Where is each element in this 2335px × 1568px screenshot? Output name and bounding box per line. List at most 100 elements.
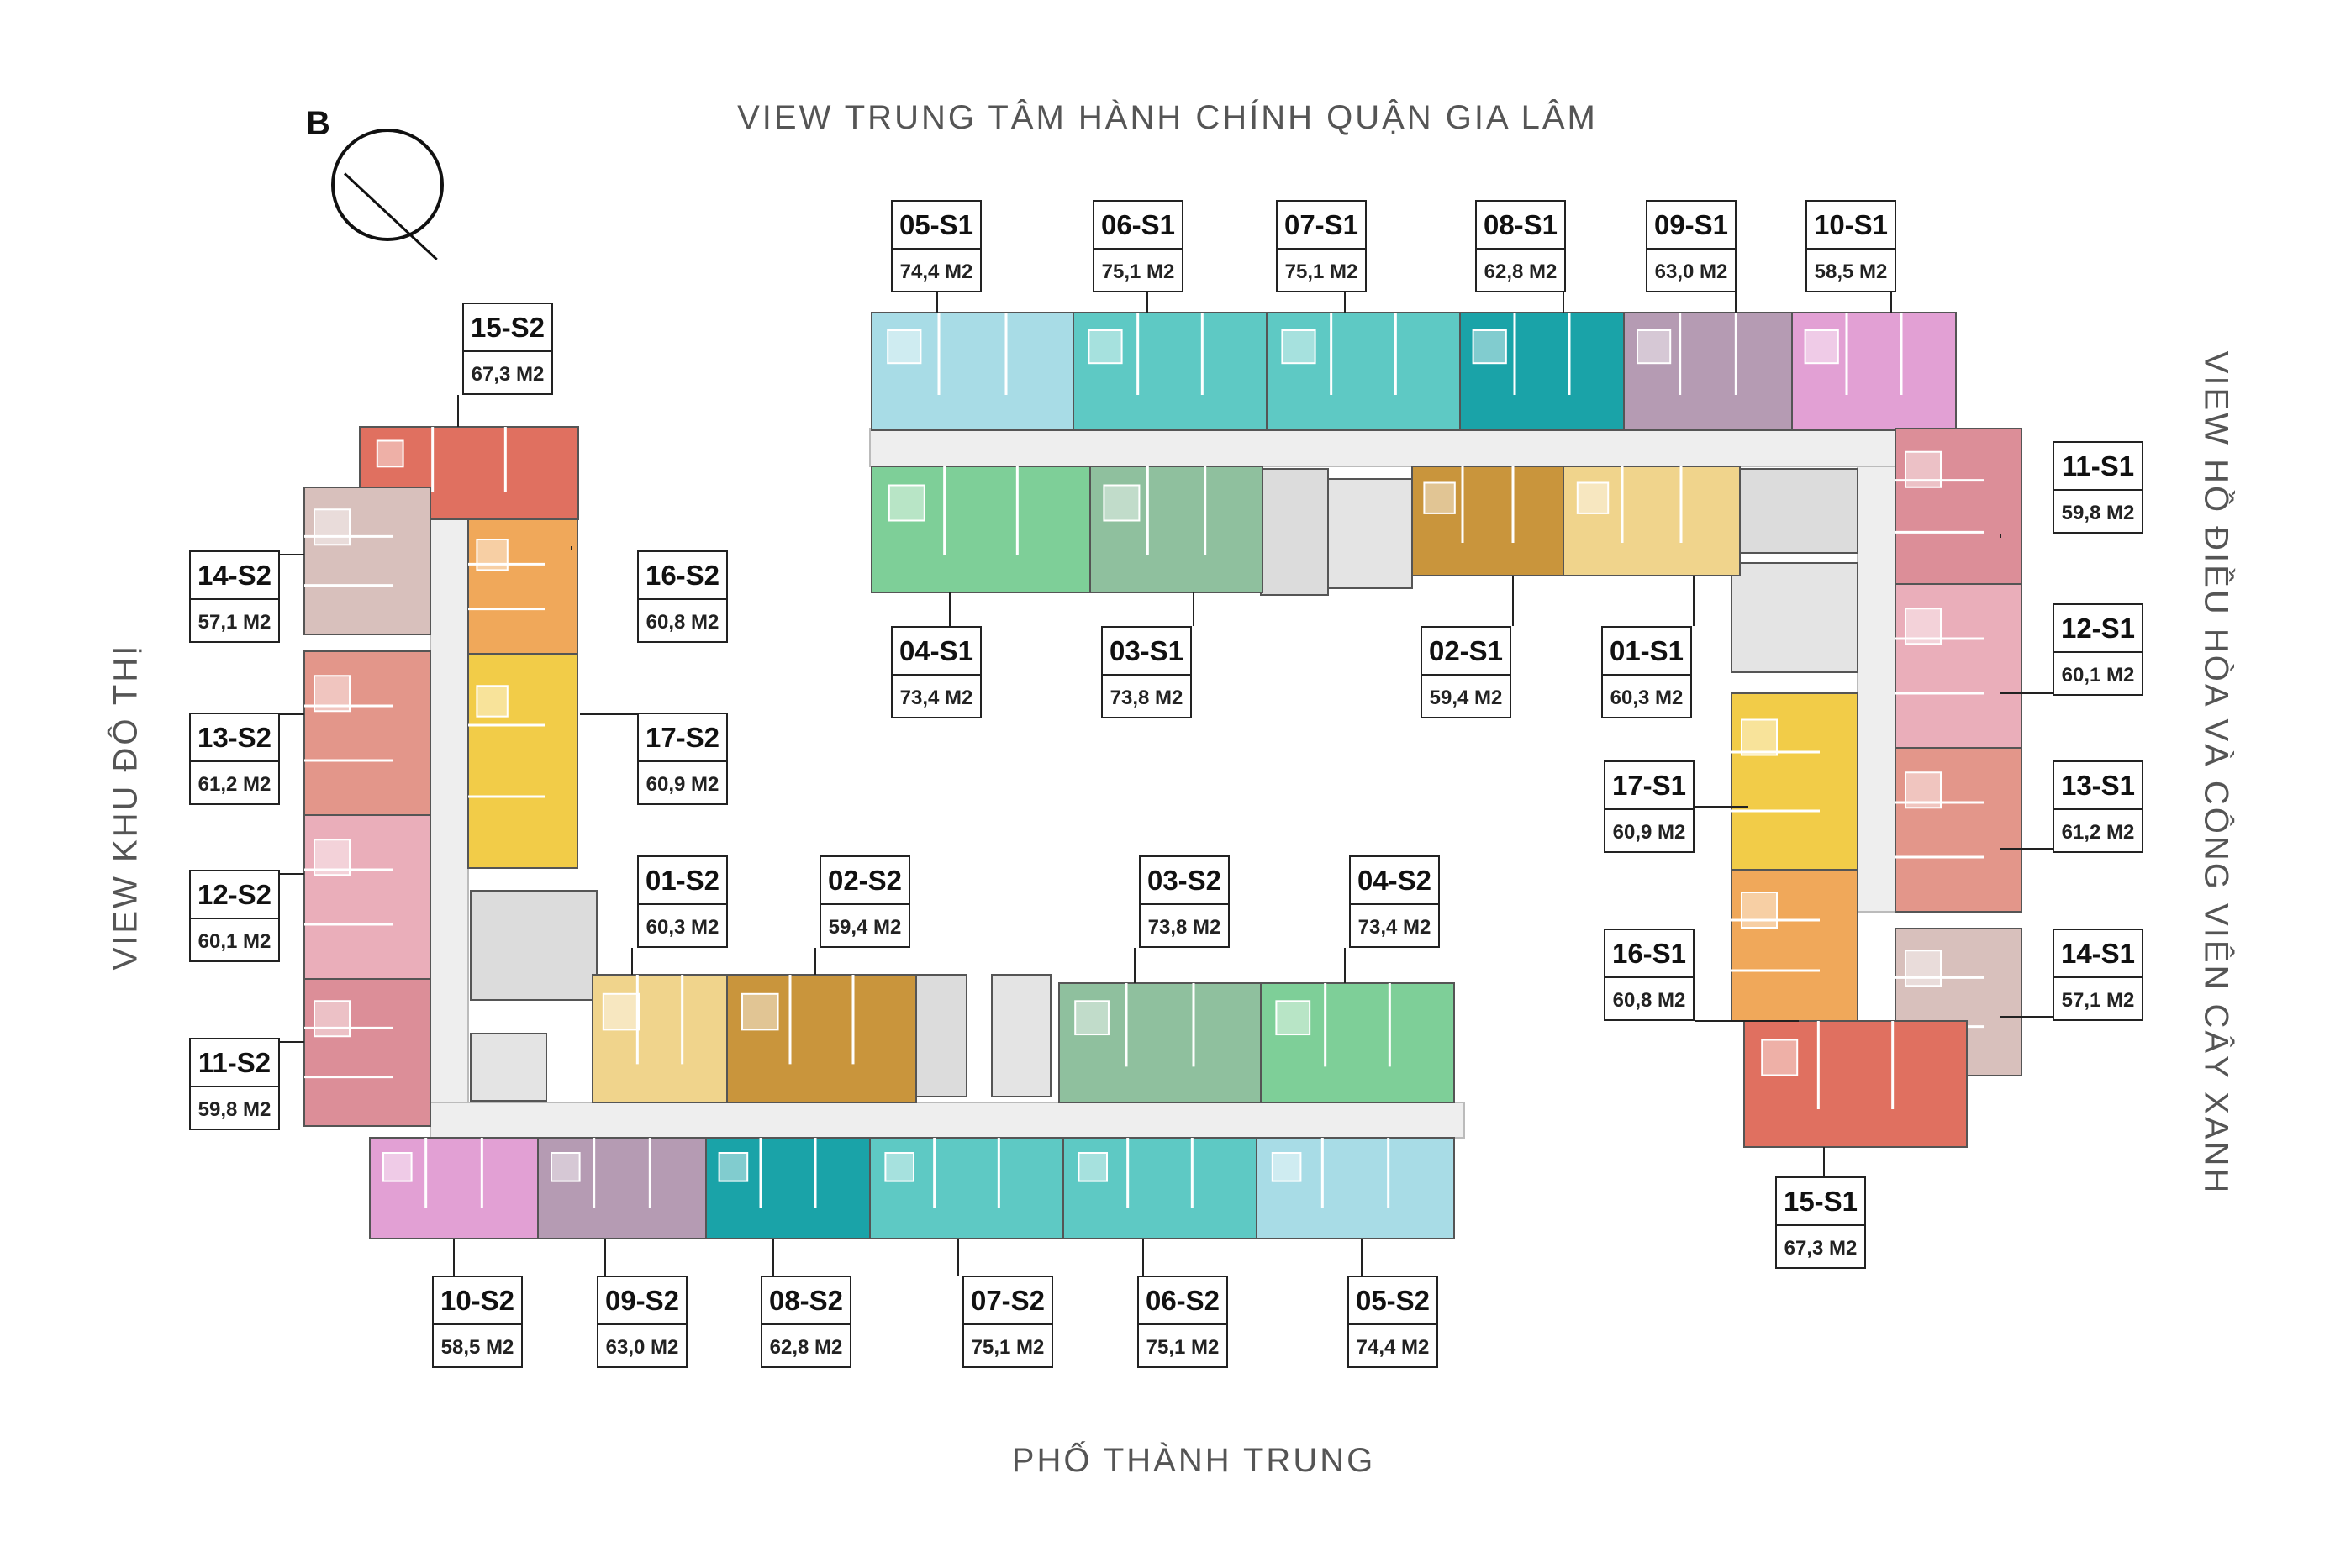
unit-shape — [303, 650, 431, 816]
bed-icon — [1074, 1000, 1110, 1036]
unit-09-s1 — [1623, 312, 1793, 431]
unit-name: 04-S1 — [893, 628, 980, 676]
unit-07-s1 — [1266, 312, 1461, 431]
bed-icon — [1905, 608, 1942, 645]
unit-15-s1 — [1743, 1020, 1968, 1148]
unit-name: 02-S1 — [1422, 628, 1510, 676]
bed-icon — [1761, 1039, 1799, 1076]
unit-label-03-s2: 03-S2 73,8 M2 — [1139, 855, 1230, 948]
bed-icon — [1472, 329, 1507, 365]
unit-area: 67,3 M2 — [471, 363, 545, 386]
unit-17-s2 — [467, 653, 578, 869]
bed-icon — [376, 439, 404, 468]
corridor-s2-bottom — [430, 1102, 1465, 1139]
unit-name: 07-S1 — [1278, 202, 1365, 250]
unit-label-11-s1: 11-S1 59,8 M2 — [2053, 441, 2143, 534]
cores — [470, 468, 1858, 1102]
bed-icon — [551, 1152, 581, 1182]
unit-04-s2 — [1260, 982, 1455, 1103]
unit-shape — [303, 487, 431, 635]
unit-shape — [1073, 312, 1268, 431]
unit-08-s1 — [1459, 312, 1625, 431]
bed-icon — [884, 1152, 915, 1182]
bed-icon — [476, 685, 509, 718]
unit-area: 67,3 M2 — [1784, 1237, 1858, 1260]
unit-area: 60,9 M2 — [1612, 821, 1686, 844]
unit-14-s2 — [303, 487, 431, 635]
unit-area: 59,4 M2 — [828, 916, 902, 939]
view-left-label: VIEW KHU ĐÔ THỊ — [107, 643, 145, 971]
unit-05-s2 — [1256, 1137, 1455, 1239]
unit-area: 61,2 M2 — [2061, 821, 2135, 844]
core-s2-d — [991, 974, 1052, 1097]
unit-12-s1 — [1895, 583, 2022, 749]
unit-name: 03-S2 — [1141, 857, 1228, 905]
unit-04-s1 — [871, 466, 1091, 593]
bed-icon — [1088, 329, 1123, 365]
unit-shape — [1623, 312, 1793, 431]
unit-17-s1 — [1731, 692, 1858, 871]
unit-name: 08-S2 — [762, 1277, 850, 1325]
bed-icon — [1271, 1152, 1302, 1182]
unit-area: 60,8 M2 — [1612, 989, 1686, 1012]
unit-name: 14-S2 — [191, 552, 278, 600]
unit-name: 11-S1 — [2054, 443, 2142, 491]
unit-shape — [1791, 312, 1957, 431]
unit-shape — [1895, 428, 2022, 585]
unit-shape — [1089, 466, 1263, 593]
unit-name: 04-S2 — [1351, 857, 1438, 905]
core-s1-b — [1327, 478, 1413, 589]
unit-area: 73,8 M2 — [1110, 687, 1183, 709]
unit-label-08-s2: 08-S2 62,8 M2 — [761, 1276, 851, 1368]
unit-13-s1 — [1895, 747, 2022, 913]
core-s1-d — [1731, 562, 1858, 673]
unit-name: 13-S1 — [2054, 762, 2142, 810]
unit-area: 73,8 M2 — [1147, 916, 1221, 939]
unit-07-s2 — [869, 1137, 1064, 1239]
core-s2-c — [915, 974, 967, 1097]
unit-shape — [1743, 1020, 1968, 1148]
unit-area: 63,0 M2 — [605, 1336, 679, 1359]
bed-icon — [1281, 329, 1316, 365]
unit-09-s2 — [537, 1137, 707, 1239]
bed-icon — [1423, 481, 1456, 514]
unit-area: 62,8 M2 — [769, 1336, 843, 1359]
unit-area: 59,8 M2 — [2061, 502, 2135, 524]
unit-name: 15-S2 — [464, 304, 551, 352]
unit-name: 01-S2 — [639, 857, 726, 905]
bed-icon — [887, 329, 922, 365]
unit-name: 09-S1 — [1647, 202, 1735, 250]
unit-10-s2 — [369, 1137, 539, 1239]
compass-circle — [331, 129, 444, 241]
unit-06-s1 — [1073, 312, 1268, 431]
unit-area: 60,8 M2 — [646, 611, 719, 634]
north-compass-icon: B — [303, 105, 462, 260]
bed-icon — [1804, 329, 1839, 365]
unit-02-s1 — [1411, 466, 1564, 576]
unit-name: 15-S1 — [1777, 1178, 1864, 1226]
unit-area: 74,4 M2 — [1356, 1336, 1430, 1359]
unit-name: 14-S1 — [2054, 930, 2142, 978]
unit-name: 16-S1 — [1605, 930, 1693, 978]
unit-area: 75,1 M2 — [1284, 260, 1358, 283]
unit-03-s2 — [1058, 982, 1262, 1103]
core-s2-b — [470, 1033, 547, 1102]
bed-icon — [1905, 950, 1942, 987]
unit-01-s1 — [1563, 466, 1741, 576]
